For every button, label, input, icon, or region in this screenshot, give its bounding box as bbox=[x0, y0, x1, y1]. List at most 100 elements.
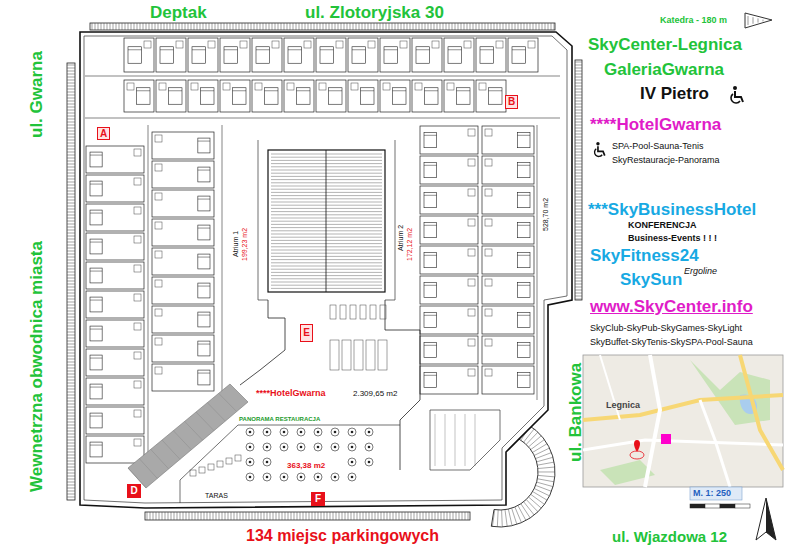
hatch-line bbox=[497, 23, 498, 30]
hatch-line bbox=[500, 23, 501, 30]
walkway-joint bbox=[139, 459, 157, 479]
bed-symbol bbox=[198, 370, 210, 385]
table-centre bbox=[249, 461, 252, 464]
label-text: 363,38 m2 bbox=[286, 461, 326, 470]
hatch-line bbox=[456, 512, 457, 520]
walkway-joint bbox=[173, 431, 191, 450]
map-frame bbox=[583, 355, 783, 487]
hatch-line bbox=[333, 512, 334, 520]
label-text: IV Pietro bbox=[640, 84, 709, 103]
label-text: ul. Bankowa bbox=[566, 363, 585, 462]
hatch-line bbox=[575, 275, 582, 276]
hatch-line bbox=[575, 227, 582, 228]
bed-symbol bbox=[384, 47, 398, 64]
hatch-line bbox=[67, 143, 75, 144]
restaurant-table bbox=[246, 473, 254, 481]
hatch-line bbox=[371, 23, 372, 30]
hatch-line bbox=[186, 512, 187, 520]
hatch-line bbox=[67, 440, 75, 441]
bed-symbol bbox=[90, 442, 102, 457]
pillow-line bbox=[517, 315, 530, 316]
bathroom-symbol bbox=[415, 83, 422, 90]
bed-symbol bbox=[198, 312, 210, 327]
bathroom-symbol bbox=[447, 83, 454, 90]
restaurant-table bbox=[297, 428, 305, 436]
hatch-line bbox=[398, 23, 399, 30]
pillow-line bbox=[90, 242, 102, 243]
bed-symbol bbox=[90, 181, 102, 196]
hatch-line bbox=[575, 290, 582, 291]
hatch-line bbox=[491, 23, 492, 30]
marker-letter: D bbox=[130, 486, 137, 496]
pillow-line bbox=[90, 271, 102, 272]
hatch-line bbox=[575, 200, 582, 201]
hatch-line bbox=[249, 512, 250, 520]
bed-symbol bbox=[424, 132, 437, 147]
walkway-joint bbox=[196, 412, 214, 431]
bathroom-symbol bbox=[528, 41, 535, 48]
bathroom-symbol bbox=[468, 279, 475, 286]
bathroom-symbol bbox=[134, 323, 141, 330]
hatch-line bbox=[67, 200, 75, 201]
hatch-line bbox=[67, 338, 75, 339]
hatch-line bbox=[314, 23, 315, 30]
hatch-line bbox=[344, 23, 345, 30]
bathroom-symbol bbox=[134, 178, 141, 185]
label-text: ****HotelGwarna bbox=[590, 115, 721, 134]
pillow-line bbox=[198, 170, 210, 171]
hotel-room bbox=[380, 80, 410, 112]
stair-line bbox=[445, 414, 446, 466]
pillow-line bbox=[424, 285, 437, 286]
label-text: www.SkyCenter.info bbox=[590, 297, 753, 316]
terrace-furniture bbox=[199, 467, 205, 473]
scale-bar bbox=[705, 504, 720, 508]
hatch-line bbox=[527, 23, 528, 30]
label-text: 134 miejsc parkingowych bbox=[246, 527, 439, 544]
bed-symbol bbox=[424, 162, 437, 177]
hatch-line bbox=[67, 344, 75, 345]
hatch-line bbox=[233, 23, 234, 30]
hatch-line bbox=[575, 65, 582, 66]
hatch-line bbox=[446, 23, 447, 30]
pillow-line bbox=[198, 199, 210, 200]
hatch-line bbox=[278, 23, 279, 30]
bathroom-symbol bbox=[468, 129, 475, 136]
ramp-step bbox=[529, 436, 542, 447]
hatch-line bbox=[342, 512, 343, 520]
hotel-room bbox=[482, 276, 534, 304]
hatch-line bbox=[67, 98, 75, 99]
hatch-line bbox=[67, 185, 75, 186]
hatch-line bbox=[575, 80, 582, 81]
hatch-line bbox=[464, 23, 465, 30]
bed-symbol bbox=[198, 196, 210, 211]
hatch-line bbox=[300, 512, 301, 520]
hotel-room bbox=[444, 80, 474, 112]
label-text: KONFERENCJA bbox=[628, 220, 697, 230]
hatch-line bbox=[67, 194, 75, 195]
hatch-line bbox=[231, 512, 232, 520]
label-text: PANORAMA RESTAURACJA bbox=[238, 416, 321, 422]
hatch-line bbox=[213, 512, 214, 520]
hotel-room bbox=[188, 80, 218, 112]
marker-box: E bbox=[300, 324, 313, 342]
bed-symbol bbox=[517, 162, 530, 177]
label-text: Katedra - 180 m bbox=[660, 15, 727, 25]
table-centre bbox=[317, 476, 320, 479]
hatch-line bbox=[383, 23, 384, 30]
facade-bar bbox=[90, 23, 555, 30]
hatch-line bbox=[575, 242, 582, 243]
pillow-line bbox=[448, 49, 462, 50]
ramp-step bbox=[531, 440, 545, 450]
street-label: SkyRestauracje-Panorama bbox=[612, 155, 720, 165]
hatch-line bbox=[308, 23, 309, 30]
hatch-line bbox=[67, 455, 75, 456]
pillow-line bbox=[198, 141, 210, 142]
hatch-line bbox=[357, 512, 358, 520]
hatch-line bbox=[224, 23, 225, 30]
hatch-line bbox=[67, 116, 75, 117]
hatch-line bbox=[67, 209, 75, 210]
wheelchair-icon bbox=[731, 86, 743, 103]
hatch-line bbox=[575, 236, 582, 237]
glazing-line bbox=[271, 179, 382, 180]
